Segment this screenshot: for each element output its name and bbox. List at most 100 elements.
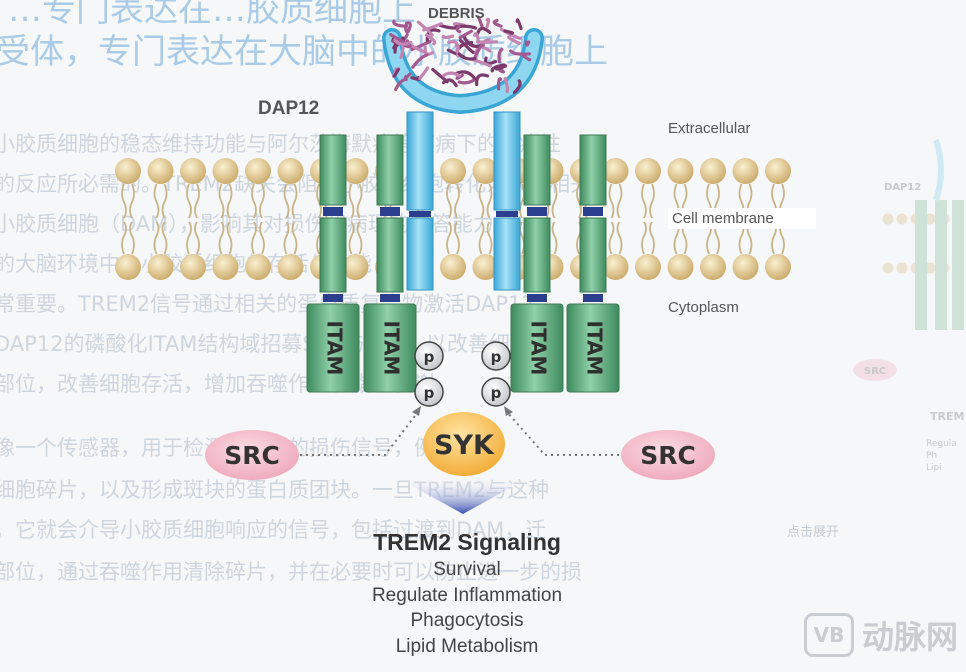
thumb-lipid <box>924 213 936 225</box>
lipid-head-top <box>212 158 239 184</box>
outcome-lipid-metabolism: Lipid Metabolism <box>395 635 539 657</box>
thumb-lipid <box>952 262 964 274</box>
debris-fiber <box>455 25 462 34</box>
itam-label: ITAM <box>380 321 404 376</box>
thumb-lipid <box>938 262 950 274</box>
lipid-tail <box>283 183 298 219</box>
bg-body-line: ，它就会介导小胶质细胞响应的信号，包括过渡到DAM，迁 <box>0 518 547 542</box>
lipid-tail <box>121 183 135 219</box>
lipid-head-bottom <box>212 254 239 280</box>
outcome-phagocytosis: Phagocytosis <box>410 610 524 631</box>
thumb-lipid <box>896 262 908 274</box>
thumb-lipid <box>882 213 894 225</box>
debris-fiber <box>392 67 401 78</box>
lipid-tail <box>348 183 363 219</box>
debris-fiber <box>424 33 437 46</box>
dap12-segment <box>523 217 551 293</box>
phospho-group-right-bottom: p <box>481 377 511 407</box>
syk-kinase: SYK <box>423 412 505 476</box>
dap12-linker <box>323 207 343 216</box>
lipid-head-top <box>700 158 726 184</box>
src-arrows <box>300 411 625 456</box>
lipid-head-bottom <box>277 254 304 280</box>
thumb-src <box>853 359 897 381</box>
phospho-label: p <box>491 348 502 366</box>
lipid-tail <box>186 183 200 219</box>
signaling-arrow <box>398 478 528 514</box>
lipid-head-top <box>472 158 499 184</box>
src-left: SRC <box>205 430 299 480</box>
debris-fiber <box>485 17 491 29</box>
thumb-lipid <box>938 213 950 225</box>
lipid-head-bottom <box>342 254 369 280</box>
lipid-head-bottom <box>115 254 141 280</box>
debris-fiber <box>457 78 477 85</box>
outcome-inflammation: Regulate Inflammation <box>371 584 563 606</box>
thumb-lipid <box>952 213 964 225</box>
lipid-tail <box>283 221 298 255</box>
lipid-head-top <box>245 158 271 184</box>
lipid-tail <box>608 221 623 255</box>
debris-fiber <box>490 63 506 73</box>
debris-fiber <box>483 56 497 66</box>
trem2-linker <box>409 211 431 217</box>
dap12-segment <box>376 134 404 206</box>
lipid-tail <box>186 221 200 255</box>
dap12-segment <box>319 134 347 206</box>
phospho-label: p <box>424 384 435 402</box>
debris-fiber <box>458 29 473 40</box>
lipid-head-bottom <box>440 254 466 280</box>
lipid-tail <box>348 221 363 255</box>
thumb-trem <box>933 139 944 201</box>
phospho-group-left-top: p <box>414 341 444 371</box>
debris-fiber <box>416 20 434 37</box>
thumb-line: Ph <box>926 451 937 461</box>
debris-fiber <box>512 79 522 94</box>
dap12-linker <box>527 207 547 216</box>
trem2-stalk <box>406 111 434 211</box>
thumb-line: Lipi <box>926 463 942 473</box>
debris-fiber <box>404 24 409 34</box>
lipid-head-top <box>180 158 206 184</box>
bg-body-line: DAP12的磷酸化ITAM结构域招募SRC与SYK，以改善细胞迁 <box>0 332 552 356</box>
lipid-tail <box>218 183 233 219</box>
debris-fiber <box>410 39 432 52</box>
thumb-src-label: SRC <box>864 366 886 377</box>
dap12-linker <box>583 294 603 302</box>
dap12-linker <box>323 294 343 302</box>
lipid-tail <box>218 221 233 255</box>
thumb-chain <box>915 200 927 330</box>
lipid-head-top <box>277 158 304 184</box>
src-label: SRC <box>224 441 280 470</box>
lipid-head-bottom <box>635 254 661 280</box>
dap12-segment <box>376 217 404 293</box>
debris-fiber <box>411 53 429 69</box>
thumb-lipid <box>910 213 922 225</box>
bg-heading-1: …专门表达在…胶质细胞上 <box>8 0 416 30</box>
debris-fiber <box>473 31 480 42</box>
lipid-tail <box>446 183 460 219</box>
debris-fiber <box>524 40 531 47</box>
itam-domain <box>510 303 564 393</box>
lipid-head-top <box>667 158 694 184</box>
thumb-lipid <box>882 262 894 274</box>
debris-fiber <box>453 70 477 81</box>
lipid-head-bottom <box>732 254 759 280</box>
thumb-lipid <box>896 213 908 225</box>
lipid-tail <box>251 221 265 255</box>
lipid-head-bottom <box>472 254 499 280</box>
debris-fiber <box>458 38 476 55</box>
dap12-linker <box>527 294 547 302</box>
lipid-tail <box>608 183 623 219</box>
expand-button[interactable]: 点击展开 <box>787 525 840 540</box>
lipid-head-top <box>635 158 661 184</box>
thumb-dap12-label: DAP12 <box>884 182 921 193</box>
lipid-tail <box>251 183 265 219</box>
lipid-head-bottom <box>602 254 629 280</box>
outcome-survival: Survival <box>433 559 501 580</box>
lipid-tail <box>153 183 168 219</box>
thumb-line: Regula <box>926 439 957 449</box>
itam-domain <box>363 303 417 393</box>
thumb-chain <box>935 200 947 330</box>
